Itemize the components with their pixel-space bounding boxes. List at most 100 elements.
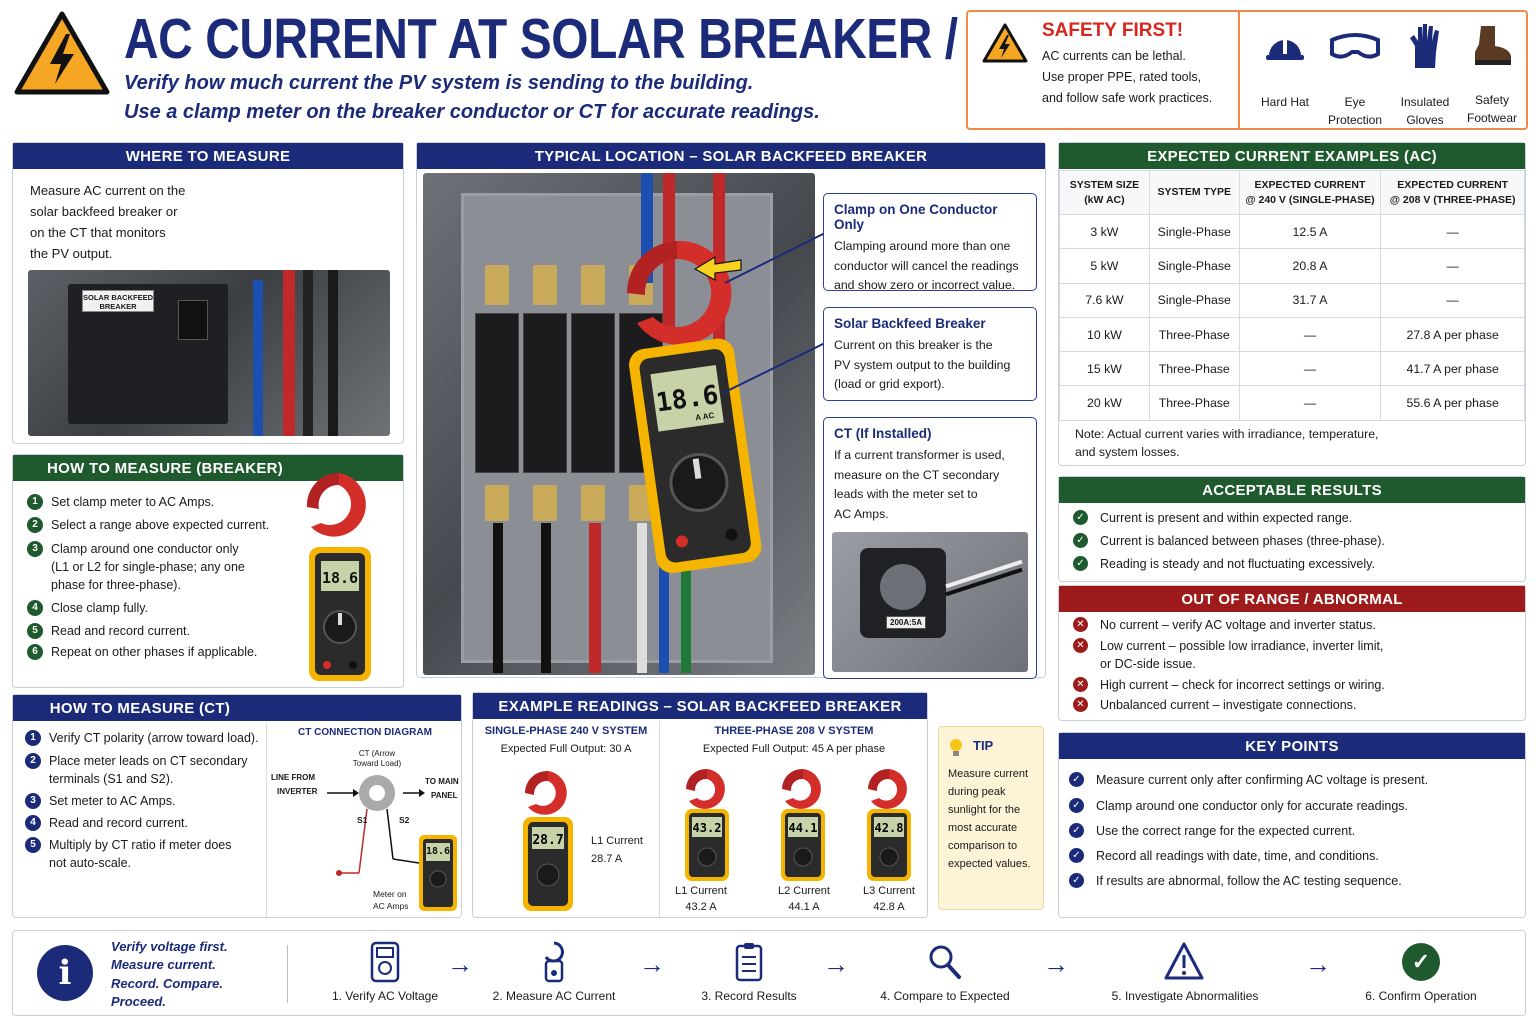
single-phase-value: 28.7 A <box>591 853 623 865</box>
x-icon: ✕ <box>1073 638 1088 653</box>
three-phase-title: THREE-PHASE 208 V SYSTEM <box>714 725 874 737</box>
check-icon: ✓ <box>1073 510 1088 525</box>
clamp-meter-icon: 18.6 <box>306 472 371 681</box>
info-icon: i <box>37 945 93 1001</box>
callout-ct-if-installed: CT (If Installed) If a current transform… <box>823 417 1037 679</box>
header: AC CURRENT AT SOLAR BREAKER / CT Verify … <box>0 0 1034 135</box>
acceptable-item: ✓Current is present and within expected … <box>1073 510 1352 525</box>
expected-current-table: SYSTEM SIZE(kW AC) SYSTEM TYPE EXPECTED … <box>1059 170 1525 421</box>
breaker-step-6: 6 Repeat on other phases if applicable. <box>27 643 302 661</box>
single-phase-title: SINGLE-PHASE 240 V SYSTEM <box>484 725 648 737</box>
safety-box: SAFETY FIRST! AC currents can be lethal.… <box>966 10 1528 130</box>
s2-label: S2 <box>399 815 410 825</box>
breaker-column <box>475 313 519 473</box>
clamp-meter-icon: 42.8 <box>867 768 911 881</box>
example-divider <box>659 721 660 917</box>
diagram-title: CT CONNECTION DIAGRAM <box>298 727 432 738</box>
footer-step-label: 4. Compare to Expected <box>880 989 1010 1003</box>
info-line: Record. Compare. <box>111 976 223 991</box>
three-phase-output: Expected Full Output: 45 A per phase <box>702 743 886 755</box>
abnormal-item: ✕High current – check for incorrect sett… <box>1073 677 1385 692</box>
check-circle-icon: ✓ <box>1402 943 1440 981</box>
table-header: SYSTEM SIZE(kW AC) <box>1059 170 1150 215</box>
ppe-eye-protection: Eye Protection <box>1320 20 1390 127</box>
ppe-label: Insulated <box>1400 95 1450 109</box>
ppe-divider <box>1238 12 1240 128</box>
lightbulb-icon <box>950 739 962 756</box>
abnormal-panel: OUT OF RANGE / ABNORMAL ✕No current – ve… <box>1058 585 1526 721</box>
ppe-label: Protection <box>1327 113 1383 127</box>
from-label-1: LINE FROM <box>271 773 315 782</box>
tip-line: comparison to <box>948 840 1018 852</box>
where-line-3: on the CT that monitors <box>30 225 166 240</box>
panel-photo: 18.6 A AC <box>423 173 815 675</box>
table-header: SYSTEM TYPE <box>1148 170 1240 215</box>
subtitle-line-1: Verify how much current the PV system is… <box>124 72 754 94</box>
clamp-meter-icon <box>544 941 564 983</box>
check-icon: ✓ <box>1069 798 1084 813</box>
ppe-footwear: Safety Footwear <box>1458 20 1526 125</box>
expected-current-header: EXPECTED CURRENT EXAMPLES (AC) <box>1059 143 1525 169</box>
key-point-item: ✓Use the correct range for the expected … <box>1069 823 1355 838</box>
breaker-label: SOLAR BACKFEED BREAKER <box>82 290 154 312</box>
safety-title: SAFETY FIRST! <box>1042 20 1184 41</box>
footer-step-label: 2. Measure AC Current <box>492 989 616 1003</box>
where-line-1: Measure AC current on the <box>30 183 186 198</box>
arrow-right-icon: → <box>1305 949 1331 979</box>
meter-label-2: AC Amps <box>373 901 409 911</box>
x-icon: ✕ <box>1073 697 1088 712</box>
abnormal-item: ✕No current – verify AC voltage and inve… <box>1073 617 1376 632</box>
how-to-measure-breaker-panel: HOW TO MEASURE (BREAKER) 1 Set clamp met… <box>12 454 404 688</box>
three-phase-meter-l3: 42.8 L3 Current 42.8 A <box>851 765 927 915</box>
meter-reading: 28.7 <box>532 833 563 848</box>
yellow-arrow-icon <box>693 255 742 281</box>
three-phase-meter-l1: 43.2 L1 Current 43.2 A <box>663 765 753 915</box>
breaker-step-4: 4 Close clamp fully. <box>27 599 297 617</box>
example-readings-panel: EXAMPLE READINGS – SOLAR BACKFEED BREAKE… <box>472 692 928 918</box>
footer-step-label: 3. Record Results <box>701 989 797 1003</box>
meter-value: 44.1 A <box>788 901 820 913</box>
to-label-1: TO MAIN <box>425 777 459 786</box>
tip-line: most accurate <box>948 822 1018 834</box>
meter-label-1: Meter on <box>373 889 407 899</box>
abnormal-item-continuation: or DC-side issue. <box>1100 657 1196 671</box>
breaker-step-1: 1 Set clamp meter to AC Amps. <box>27 493 297 511</box>
diagram-meter-reading: 18.6 <box>426 846 451 857</box>
tip-box: TIP Measure current during peak sunlight… <box>938 726 1044 910</box>
s1-label: S1 <box>357 815 368 825</box>
ppe-label: Eye <box>1344 95 1366 109</box>
acceptable-results-panel: ACCEPTABLE RESULTS ✓Current is present a… <box>1058 476 1526 582</box>
meter-reading: 44.1 <box>789 821 818 835</box>
meter-label: L2 Current <box>778 885 830 897</box>
magnifier-icon <box>929 945 961 979</box>
boot-icon <box>1475 26 1511 65</box>
acceptable-item: ✓Current is balanced between phases (thr… <box>1073 533 1385 548</box>
tip-line: during peak <box>948 786 1006 798</box>
check-icon: ✓ <box>1073 533 1088 548</box>
ct-label: 200A:5A <box>886 616 927 629</box>
three-phase-meter-l2: 44.1 L2 Current 44.1 A <box>759 765 849 915</box>
ppe-label: Safety <box>1474 93 1510 107</box>
meter-value: 43.2 A <box>685 901 717 913</box>
x-icon: ✕ <box>1073 677 1088 692</box>
key-points-header: KEY POINTS <box>1059 733 1525 759</box>
expected-current-panel: EXPECTED CURRENT EXAMPLES (AC) SYSTEM SI… <box>1058 142 1526 466</box>
how-to-measure-ct-header: HOW TO MEASURE (CT) <box>13 695 267 721</box>
tip-line: sunlight for the <box>948 804 1021 816</box>
info-line: Measure current. <box>111 957 216 972</box>
key-point-item: ✓Record all readings with date, time, an… <box>1069 848 1379 863</box>
single-phase-output: Expected Full Output: 30 A <box>500 743 632 755</box>
ppe-label: Gloves <box>1406 113 1444 127</box>
typical-location-header: TYPICAL LOCATION – SOLAR BACKFEED BREAKE… <box>417 143 1045 169</box>
safety-line-3: and follow safe work practices. <box>1042 91 1213 105</box>
single-phase-label: L1 Current <box>591 835 643 847</box>
clipboard-icon <box>735 943 763 982</box>
footer-step-label: 6. Confirm Operation <box>1365 989 1477 1003</box>
page-title: AC CURRENT AT SOLAR BREAKER / CT <box>124 7 1034 71</box>
check-icon: ✓ <box>1073 556 1088 571</box>
warning-icon <box>1164 942 1204 980</box>
acceptable-item: ✓Reading is steady and not fluctuating e… <box>1073 556 1375 571</box>
